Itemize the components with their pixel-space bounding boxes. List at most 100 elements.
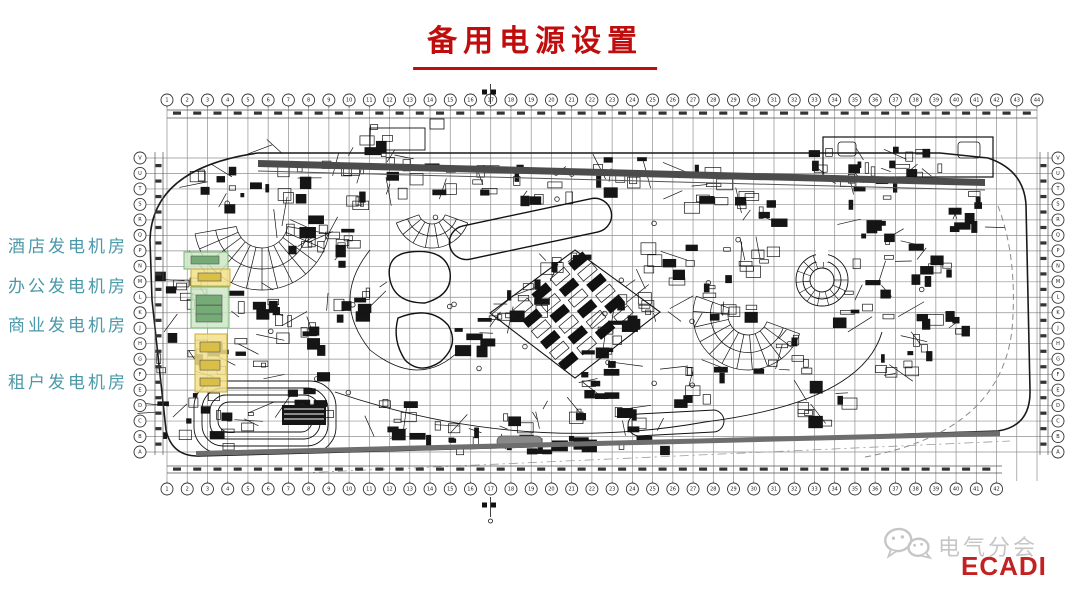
grid-bubble: [949, 93, 963, 107]
svg-text:K: K: [138, 310, 142, 316]
svg-text:35: 35: [852, 486, 858, 492]
grid-bubble: [241, 482, 255, 496]
svg-text:12: 12: [386, 97, 392, 103]
hotel-generator-room: [183, 251, 229, 270]
grid-bubble: [787, 93, 801, 107]
svg-text:6: 6: [267, 97, 270, 103]
svg-text:28: 28: [710, 486, 716, 492]
svg-text:21: 21: [568, 97, 574, 103]
svg-text:33: 33: [811, 486, 817, 492]
svg-text:35: 35: [852, 97, 858, 103]
section-marker-icon: [491, 89, 496, 95]
svg-text:31: 31: [771, 486, 777, 492]
grid-bubble: [1051, 290, 1065, 304]
grid-bubble: [302, 93, 316, 107]
svg-text:F: F: [1057, 372, 1060, 378]
grid-bubble: [848, 482, 862, 496]
svg-text:30: 30: [751, 97, 757, 103]
svg-text:41: 41: [973, 486, 979, 492]
svg-text:D: D: [138, 403, 142, 409]
svg-text:38: 38: [912, 97, 918, 103]
svg-text:18: 18: [508, 486, 514, 492]
svg-text:38: 38: [912, 486, 918, 492]
grid-bubble: [133, 259, 147, 273]
grid-bubble: [1051, 228, 1065, 242]
svg-text:33: 33: [811, 97, 817, 103]
grid-bubble: [133, 182, 147, 196]
grid-bubble: [133, 430, 147, 443]
svg-text:7: 7: [287, 97, 290, 103]
svg-text:A: A: [1056, 449, 1060, 455]
label-office-generator-room: 办公发电机房: [8, 277, 128, 296]
grid-bubble: [180, 482, 194, 496]
grid-bubble: [160, 482, 174, 496]
grid-bubble: [909, 93, 923, 107]
svg-text:10: 10: [346, 97, 352, 103]
grid-bubble: [133, 321, 147, 335]
grid-bubble: [504, 482, 518, 496]
svg-text:19: 19: [528, 486, 534, 492]
svg-text:B: B: [1056, 434, 1060, 440]
grid-bubble: [1051, 430, 1065, 443]
grid-bubble: [443, 93, 457, 107]
grid-bubble: [1051, 151, 1065, 165]
svg-text:44: 44: [1034, 97, 1040, 103]
svg-text:P: P: [1056, 248, 1059, 254]
grid-bubble: [322, 93, 336, 107]
grid-bubble: [1010, 93, 1024, 107]
svg-text:F: F: [139, 372, 142, 378]
grid-bubble: [767, 482, 781, 496]
grid-bubble: [281, 93, 295, 107]
svg-text:16: 16: [467, 486, 473, 492]
tenant-generator-room: [194, 333, 228, 393]
grid-bubble: [383, 482, 397, 496]
svg-text:28: 28: [710, 97, 716, 103]
svg-text:C: C: [138, 418, 142, 424]
svg-text:14: 14: [427, 97, 433, 103]
label-hotel-generator-room: 酒店发电机房: [8, 237, 128, 256]
grid-bubble: [201, 93, 214, 107]
wechat-icon: [884, 527, 933, 560]
grid-bubble: [625, 93, 639, 107]
grid-bubble: [133, 306, 147, 320]
grid-bubble: [747, 93, 761, 107]
grid-bubble: [1051, 275, 1065, 289]
svg-text:1: 1: [165, 486, 168, 492]
page-title: 备用电源设置: [413, 16, 658, 70]
grid-bubble: [1030, 93, 1044, 107]
grid-bubble: [888, 93, 902, 107]
grid-bubble: [133, 228, 147, 242]
grid-bubble: [1051, 445, 1065, 459]
grid-bubble: [362, 482, 376, 496]
svg-text:P: P: [138, 248, 141, 254]
grid-bubble: [133, 445, 147, 459]
grid-bubble: [403, 482, 417, 496]
grid-bubble: [929, 482, 943, 496]
grid-bubble: [605, 93, 619, 107]
grid-bubble: [727, 482, 740, 496]
svg-text:6: 6: [267, 486, 270, 492]
svg-text:8: 8: [307, 486, 310, 492]
grid-bubble: [1051, 414, 1065, 428]
svg-text:42: 42: [993, 486, 999, 492]
svg-text:40: 40: [953, 97, 959, 103]
svg-text:U: U: [138, 171, 142, 177]
grid-bubble: [686, 482, 700, 496]
svg-text:14: 14: [427, 486, 433, 492]
svg-text:K: K: [1056, 310, 1060, 316]
svg-text:Q: Q: [1056, 233, 1060, 239]
svg-text:11: 11: [366, 97, 372, 103]
svg-text:E: E: [1056, 387, 1059, 393]
grid-bubble: [133, 244, 147, 258]
svg-text:4: 4: [226, 97, 229, 103]
svg-text:E: E: [138, 387, 141, 393]
svg-text:22: 22: [589, 97, 595, 103]
grid-bubble: [969, 93, 983, 107]
grid-bubble: [1051, 306, 1065, 320]
svg-text:16: 16: [467, 97, 473, 103]
grid-bubble: [990, 482, 1004, 496]
grid-bubble: [868, 93, 882, 107]
grid-bubble: [706, 93, 720, 107]
grid-bubble: [281, 482, 295, 496]
grid-bubble: [929, 93, 943, 107]
